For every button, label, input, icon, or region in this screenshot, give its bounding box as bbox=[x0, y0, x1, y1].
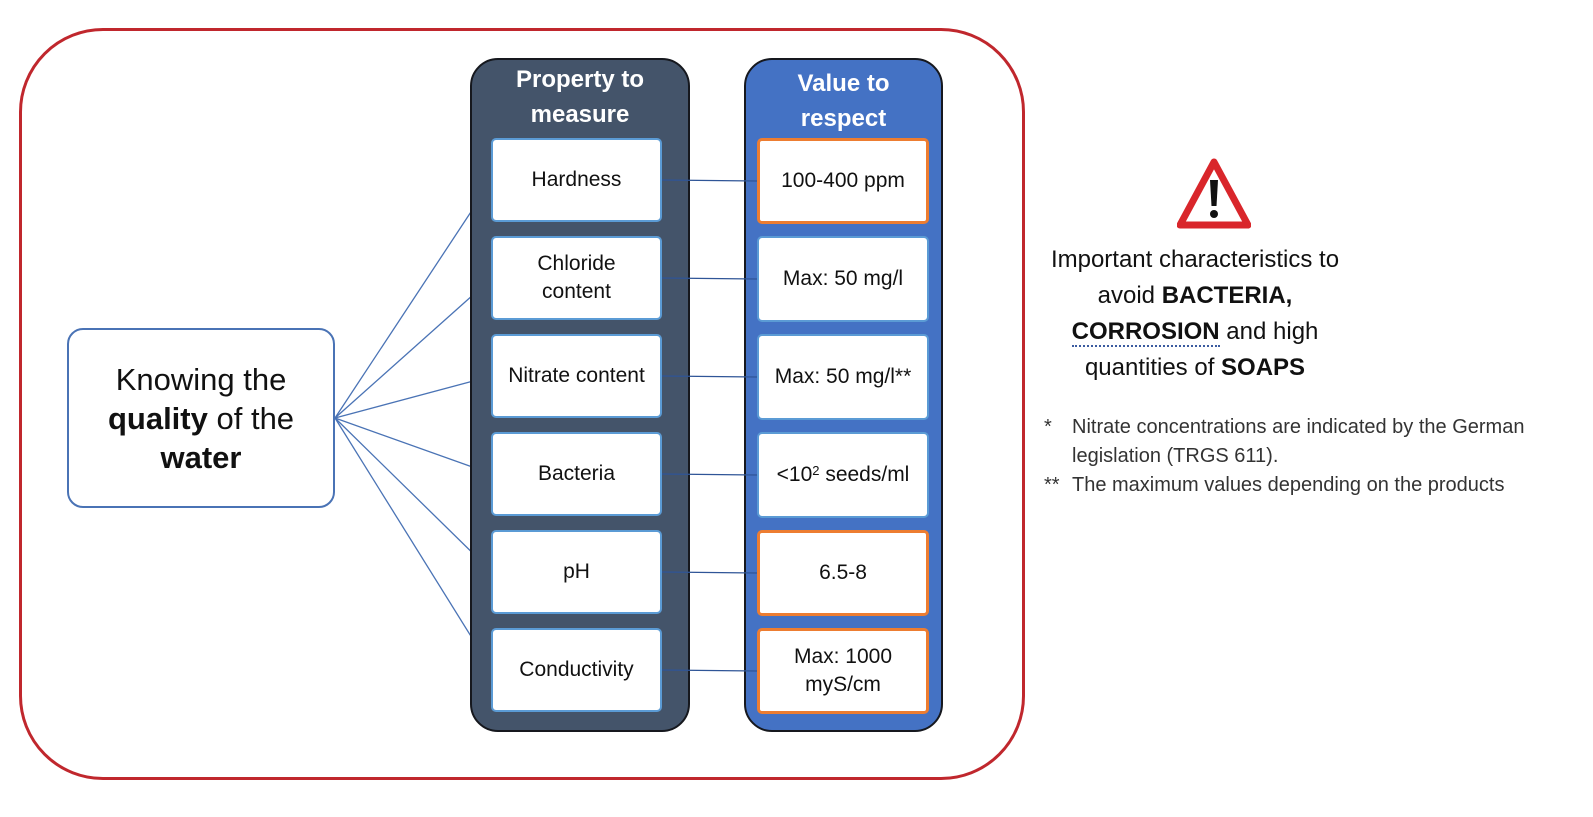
property-column-header: Property to measure bbox=[472, 62, 688, 136]
footnote-line: * Nitrate concentrations are indicated by… bbox=[1044, 413, 1524, 442]
warning-triangle-icon bbox=[1177, 158, 1251, 229]
property-cell-chloride: Chloride content bbox=[491, 236, 662, 320]
footnote-maximum-values: ** The maximum values depending on the pr… bbox=[1044, 471, 1504, 500]
fan-line-nitrate bbox=[334, 375, 493, 419]
fan-line-bacteria bbox=[334, 417, 493, 475]
row-line-conductivity bbox=[661, 669, 758, 672]
warning-bacteria: BACTERIA, bbox=[1161, 282, 1293, 309]
property-cell-nitrate: Nitrate content bbox=[491, 334, 662, 418]
warning-line3: CORROSION and high bbox=[1036, 314, 1354, 350]
warning-line2: avoid BACTERIA, bbox=[1036, 278, 1354, 314]
property-header-line2: measure bbox=[530, 101, 630, 128]
footnote-text: Nitrate concentrations are indicated by … bbox=[1072, 416, 1525, 438]
row-line-nitrate bbox=[661, 375, 758, 378]
value-text: 100-400 ppm bbox=[781, 169, 905, 192]
warning-line1: Important characteristics to bbox=[1050, 246, 1340, 273]
fan-line-hardness bbox=[334, 179, 493, 419]
value-text-line2: myS/cm bbox=[805, 673, 881, 696]
main-topic-quality: quality bbox=[107, 400, 208, 436]
fan-line-conductivity bbox=[334, 417, 493, 671]
footnote-line: legislation (TRGS 611). bbox=[1044, 442, 1524, 471]
fan-line-ph bbox=[334, 417, 493, 573]
warning-message: Important characteristics to avoid BACTE… bbox=[1036, 242, 1354, 386]
main-topic-box: Knowing the quality of the water bbox=[67, 328, 335, 508]
value-prefix: <10 bbox=[776, 463, 813, 486]
main-topic-water: water bbox=[160, 439, 242, 475]
footnote-marker: * bbox=[1044, 416, 1052, 438]
warning-corrosion: CORROSION bbox=[1071, 318, 1220, 347]
property-cell-conductivity: Conductivity bbox=[491, 628, 662, 712]
property-label: Bacteria bbox=[537, 462, 616, 485]
property-label: pH bbox=[563, 560, 590, 583]
value-cell-hardness: 100-400 ppm bbox=[757, 138, 929, 224]
property-label: Conductivity bbox=[519, 658, 634, 681]
warning-avoid: avoid bbox=[1097, 282, 1156, 309]
value-cell-bacteria: <102 seeds/ml bbox=[757, 432, 929, 518]
value-text: Max: 50 mg/l** bbox=[774, 365, 912, 388]
row-line-hardness bbox=[661, 179, 758, 182]
property-cell-hardness: Hardness bbox=[491, 138, 662, 222]
value-header-line2: respect bbox=[800, 105, 887, 132]
value-suffix: seeds/ml bbox=[819, 463, 910, 486]
value-column-header: Value to respect bbox=[746, 66, 941, 140]
value-cell-nitrate: Max: 50 mg/l** bbox=[757, 334, 929, 420]
property-cell-ph: pH bbox=[491, 530, 662, 614]
footnote-text-line2: legislation (TRGS 611). bbox=[1072, 445, 1279, 467]
row-line-chloride bbox=[661, 277, 758, 280]
property-cell-bacteria: Bacteria bbox=[491, 432, 662, 516]
value-text: Max: 1000 bbox=[793, 645, 893, 668]
footnote-text: The maximum values depending on the prod… bbox=[1072, 474, 1505, 496]
value-text: Max: 50 mg/l bbox=[782, 267, 904, 290]
warning-line4: quantities of SOAPS bbox=[1036, 350, 1354, 386]
fan-line-chloride bbox=[334, 277, 493, 419]
property-label: Nitrate content bbox=[508, 364, 645, 387]
warning-and-high: and high bbox=[1226, 318, 1319, 345]
main-topic-line3: water bbox=[161, 438, 242, 477]
property-header-line1: Property to bbox=[515, 66, 644, 93]
property-label: Chloride bbox=[537, 252, 616, 275]
value-superscript: 2 bbox=[812, 463, 820, 478]
footnote-nitrate: * Nitrate concentrations are indicated by… bbox=[1044, 413, 1524, 471]
value-header-line1: Value to bbox=[797, 70, 890, 97]
row-line-ph bbox=[661, 571, 758, 574]
warning-soaps: SOAPS bbox=[1221, 354, 1306, 381]
value-cell-ph: 6.5-8 bbox=[757, 530, 929, 616]
warning-quantities: quantities of bbox=[1084, 354, 1215, 381]
footnote-marker: ** bbox=[1044, 474, 1060, 496]
value-cell-conductivity: Max: 1000 myS/cm bbox=[757, 628, 929, 714]
property-label-line2: content bbox=[542, 280, 611, 303]
value-text: 6.5-8 bbox=[819, 561, 867, 584]
property-label: Hardness bbox=[531, 168, 622, 191]
footnote-line: ** The maximum values depending on the pr… bbox=[1044, 471, 1504, 500]
main-topic-line1: Knowing the bbox=[115, 361, 287, 397]
value-text-bacteria: <102 seeds/ml bbox=[777, 461, 910, 489]
main-topic-line2: quality of the bbox=[108, 399, 294, 438]
main-topic-of-the: of the bbox=[216, 400, 295, 436]
value-cell-chloride: Max: 50 mg/l bbox=[757, 236, 929, 322]
row-line-bacteria bbox=[661, 473, 758, 476]
